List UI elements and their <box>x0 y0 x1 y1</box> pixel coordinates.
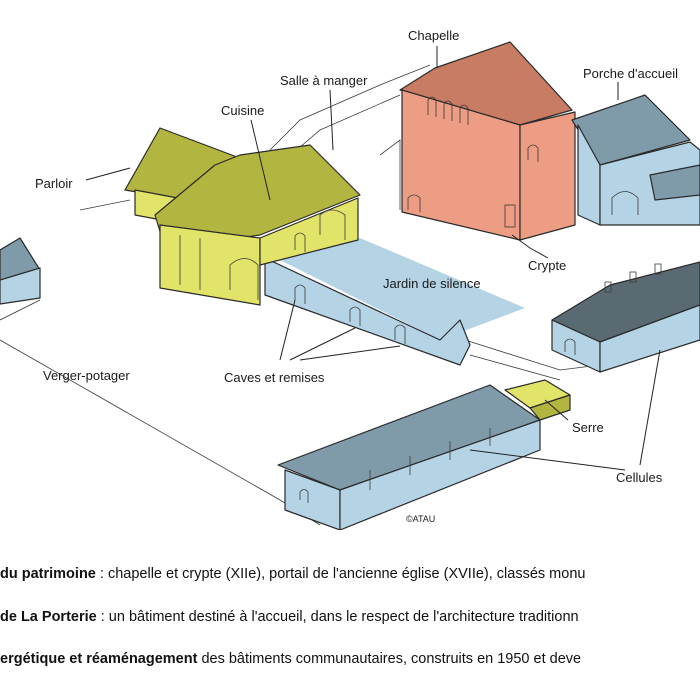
caption-line-1-text: : chapelle et crypte (XIIe), portail de … <box>95 566 586 582</box>
label-crypte: Crypte <box>528 258 566 273</box>
chapel-building <box>399 41 576 241</box>
leader-lines <box>85 46 661 471</box>
monastery-diagram: Chapelle Salle à manger Porche d'accueil… <box>0 28 700 530</box>
label-cellules: Cellules <box>616 470 663 485</box>
kitchen-dining-building <box>154 144 361 306</box>
label-jardin-de-silence: Jardin de silence <box>383 276 481 291</box>
credit-text: ©ATAU <box>406 514 435 524</box>
cells-building-bottom <box>277 384 541 530</box>
reception-porch-building <box>571 94 700 226</box>
left-building <box>0 237 41 305</box>
caption-line-3-text: des bâtiments communautaires, construits… <box>197 651 582 667</box>
label-parloir: Parloir <box>35 176 73 191</box>
greenhouse <box>504 379 571 421</box>
caption-line-2-text: : un bâtiment destiné à l'accueil, dans … <box>96 609 579 625</box>
caption-line-2: de La Porterie : un bâtiment destiné à l… <box>0 609 700 625</box>
caption-line-1-bold: du patrimoine <box>0 566 96 582</box>
caption-line-2-bold: de La Porterie <box>0 609 97 625</box>
garden-of-silence <box>270 238 525 340</box>
label-caves-et-remises: Caves et remises <box>224 370 325 385</box>
label-salle-a-manger: Salle à manger <box>280 73 368 88</box>
caption-line-3-bold: ergétique et réaménagement <box>0 651 198 667</box>
cellars-building <box>264 257 471 366</box>
label-cuisine: Cuisine <box>221 103 264 118</box>
label-verger-potager: Verger-potager <box>43 368 130 383</box>
label-chapelle: Chapelle <box>408 28 459 43</box>
label-porche-accueil: Porche d'accueil <box>583 66 678 81</box>
cells-building-right <box>551 261 700 373</box>
caption-line-3: ergétique et réaménagement des bâtiments… <box>0 651 700 667</box>
caption-line-1: du patrimoine : chapelle et crypte (XIIe… <box>0 566 700 582</box>
label-serre: Serre <box>572 420 604 435</box>
